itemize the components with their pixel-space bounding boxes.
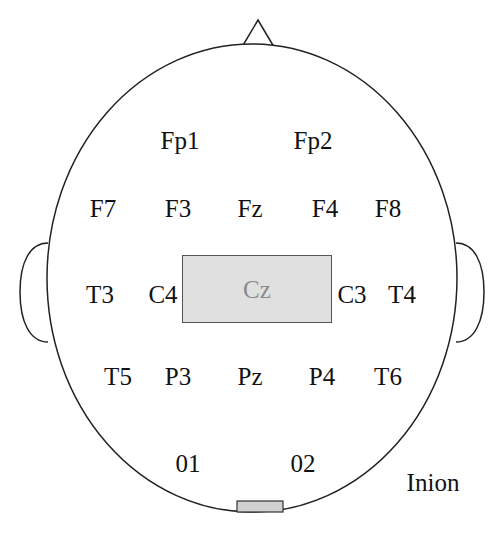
inion-marker: [237, 501, 283, 512]
electrode-label: P4: [309, 364, 335, 389]
electrode-label: Fp1: [161, 128, 200, 153]
nose: [242, 20, 274, 47]
electrode-label: 01: [176, 451, 201, 476]
electrode-label: Pz: [238, 364, 263, 389]
electrode-label: Cz: [243, 277, 271, 302]
electrode-label: P3: [165, 364, 191, 389]
electrode-label: F4: [312, 196, 338, 221]
electrode-label: T3: [86, 282, 114, 307]
electrode-region-box: Cz: [182, 255, 332, 323]
electrode-label: T4: [388, 282, 416, 307]
electrode-label: T5: [104, 364, 132, 389]
electrode-label: C4: [148, 282, 177, 307]
electrode-label: T6: [374, 364, 402, 389]
right-ear: [456, 243, 484, 342]
electrode-label: F8: [375, 196, 401, 221]
electrode-label: F7: [90, 196, 116, 221]
electrode-label: Fz: [238, 196, 263, 221]
electrode-label: C3: [337, 282, 366, 307]
electrode-label: F3: [165, 196, 191, 221]
head-outline: [47, 44, 457, 512]
electrode-label: Fp2: [294, 128, 333, 153]
left-ear: [20, 243, 48, 342]
electrode-label: 02: [291, 451, 316, 476]
landmark-label: Inion: [407, 470, 460, 495]
